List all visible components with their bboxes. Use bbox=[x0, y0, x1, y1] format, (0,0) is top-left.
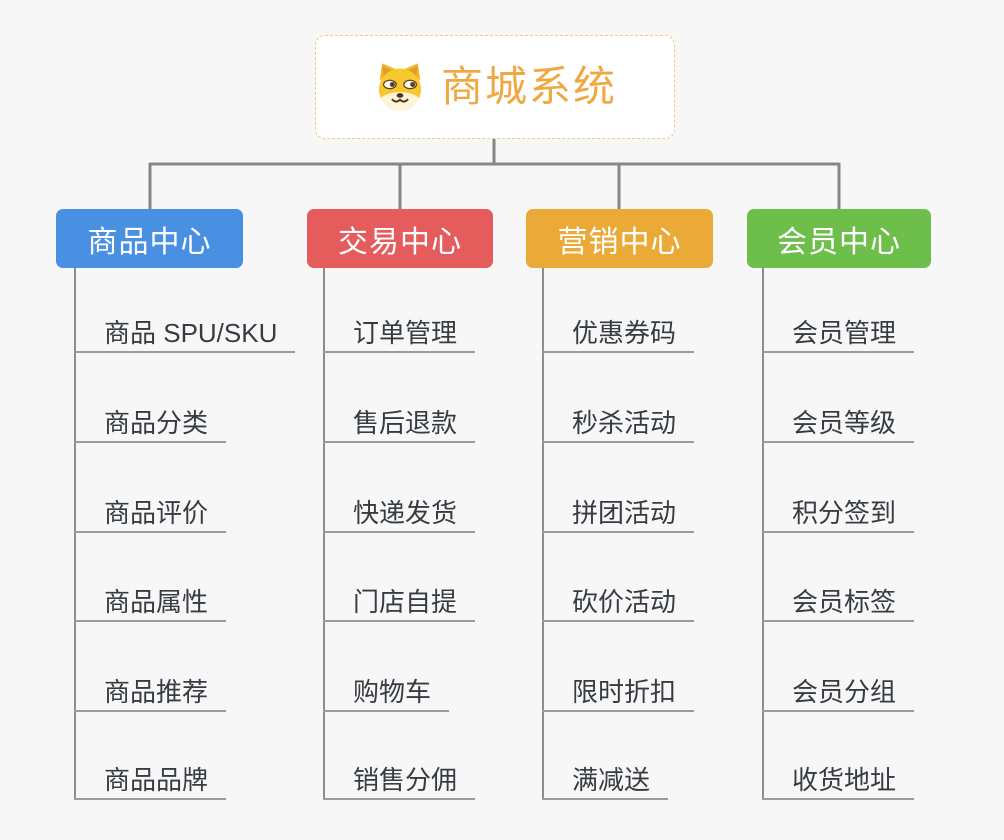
root-title: 商城系统 bbox=[440, 63, 617, 110]
branch-children-member-center: 会员管理 会员等级 积分签到 会员标签 会员分组 收货地址 bbox=[762, 268, 1004, 802]
leaf-topic[interactable]: 商品评价 bbox=[74, 485, 227, 533]
leaf-topic[interactable]: 砍价活动 bbox=[542, 574, 695, 622]
leaf-topic[interactable]: 商品属性 bbox=[74, 574, 227, 622]
leaf-topic[interactable]: 秒杀活动 bbox=[542, 395, 695, 443]
leaf-topic[interactable]: 商品分类 bbox=[74, 395, 227, 443]
branch-children-trade-center: 订单管理 售后退款 快递发货 门店自提 购物车 销售分佣 bbox=[323, 268, 573, 802]
branch-node-member-center[interactable]: 会员中心 bbox=[747, 209, 931, 268]
leaf-topic[interactable]: 商品 SPU/SKU bbox=[74, 305, 296, 353]
leaf-topic[interactable]: 快递发货 bbox=[323, 485, 476, 533]
branch-children-marketing-center: 优惠券码 秒杀活动 拼团活动 砍价活动 限时折扣 满减送 bbox=[542, 268, 792, 802]
branch-label: 会员中心 bbox=[777, 225, 901, 259]
leaf-topic[interactable]: 收货地址 bbox=[762, 752, 915, 800]
branch-label: 交易中心 bbox=[338, 225, 462, 259]
leaf-topic[interactable]: 门店自提 bbox=[323, 574, 476, 622]
branch-node-product-center[interactable]: 商品中心 bbox=[56, 209, 243, 268]
leaf-topic[interactable]: 会员分组 bbox=[762, 664, 915, 712]
leaf-topic[interactable]: 售后退款 bbox=[323, 395, 476, 443]
leaf-topic[interactable]: 会员等级 bbox=[762, 395, 915, 443]
leaf-topic[interactable]: 优惠券码 bbox=[542, 305, 695, 353]
branch-node-trade-center[interactable]: 交易中心 bbox=[307, 209, 493, 268]
leaf-topic[interactable]: 会员管理 bbox=[762, 305, 915, 353]
root-node[interactable]: 商城系统 bbox=[315, 35, 675, 139]
leaf-topic[interactable]: 订单管理 bbox=[323, 305, 476, 353]
doge-face-icon bbox=[378, 63, 422, 111]
branch-children-product-center: 商品 SPU/SKU 商品分类 商品评价 商品属性 商品推荐 商品品牌 bbox=[74, 268, 324, 802]
leaf-topic[interactable]: 满减送 bbox=[542, 752, 669, 800]
leaf-topic[interactable]: 购物车 bbox=[323, 664, 450, 712]
leaf-topic[interactable]: 商品品牌 bbox=[74, 752, 227, 800]
leaf-topic[interactable]: 限时折扣 bbox=[542, 664, 695, 712]
leaf-topic[interactable]: 积分签到 bbox=[762, 485, 915, 533]
leaf-topic[interactable]: 销售分佣 bbox=[323, 752, 476, 800]
leaf-topic[interactable]: 会员标签 bbox=[762, 574, 915, 622]
branch-node-marketing-center[interactable]: 营销中心 bbox=[526, 209, 713, 268]
leaf-topic[interactable]: 拼团活动 bbox=[542, 485, 695, 533]
leaf-topic[interactable]: 商品推荐 bbox=[74, 664, 227, 712]
branch-label: 商品中心 bbox=[87, 225, 212, 259]
branch-label: 营销中心 bbox=[557, 225, 682, 259]
